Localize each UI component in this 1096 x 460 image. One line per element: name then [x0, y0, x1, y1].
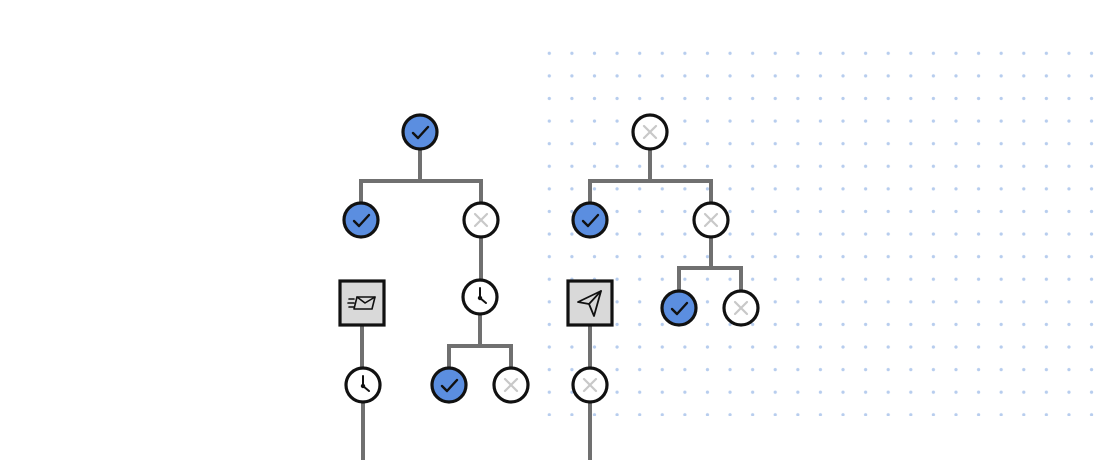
- nodes: [338, 113, 760, 404]
- node-skipped[interactable]: [571, 366, 609, 404]
- node-skipped[interactable]: [631, 113, 669, 151]
- connector-line: [588, 149, 652, 203]
- node-wait[interactable]: [344, 366, 382, 404]
- cross-icon: [582, 377, 598, 393]
- cross-icon: [473, 212, 489, 228]
- node-success[interactable]: [401, 113, 439, 151]
- connector-line: [359, 149, 422, 203]
- node-email[interactable]: [338, 279, 386, 327]
- clock-icon: [360, 375, 370, 392]
- node-skipped[interactable]: [722, 289, 760, 327]
- connector-line: [420, 179, 483, 203]
- cross-icon: [703, 212, 719, 228]
- clock-icon: [477, 287, 487, 304]
- connector-line: [650, 179, 713, 203]
- check-icon: [670, 301, 689, 316]
- node-wait[interactable]: [461, 278, 499, 316]
- node-skipped[interactable]: [492, 366, 530, 404]
- check-icon: [440, 378, 459, 393]
- node-success[interactable]: [430, 366, 468, 404]
- connectors: [359, 149, 743, 460]
- connector-line: [447, 314, 482, 368]
- connector-line: [677, 237, 713, 291]
- node-success[interactable]: [660, 289, 698, 327]
- connector-line: [711, 266, 743, 291]
- check-icon: [352, 213, 371, 228]
- cross-icon: [503, 377, 519, 393]
- check-icon: [411, 125, 430, 140]
- send-icon: [577, 290, 602, 317]
- node-skipped[interactable]: [692, 201, 730, 239]
- check-icon: [581, 213, 600, 228]
- connector-line: [480, 344, 513, 368]
- node-success[interactable]: [571, 201, 609, 239]
- dot-grid-background: [538, 42, 1094, 416]
- node-success[interactable]: [342, 201, 380, 239]
- node-skipped[interactable]: [462, 201, 500, 239]
- email-icon: [347, 296, 376, 310]
- node-send[interactable]: [566, 279, 614, 327]
- cross-icon: [733, 300, 749, 316]
- cross-icon: [642, 124, 658, 140]
